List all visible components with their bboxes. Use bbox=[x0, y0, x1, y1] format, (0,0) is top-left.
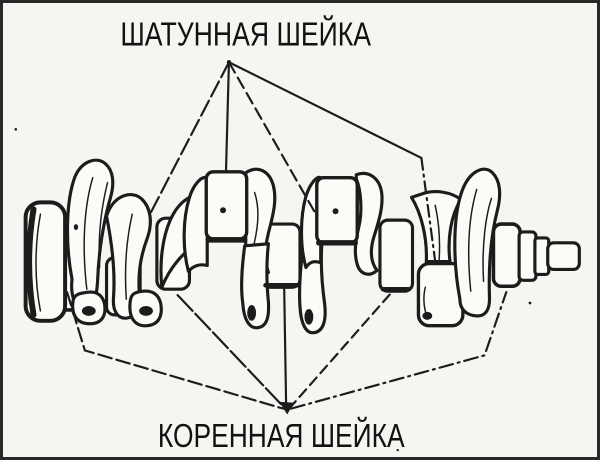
main-journal-leader-lines bbox=[65, 288, 508, 415]
crankshaft-diagram: ШАТУННАЯ ШЕЙКА КОРЕННАЯ ШЕЙКА bbox=[14, 15, 581, 455]
crankpin-2-oil-hole bbox=[220, 207, 226, 214]
crankshaft-illustration bbox=[23, 158, 581, 335]
main-journal-4 bbox=[378, 218, 415, 293]
counterweight-2-lobe bbox=[453, 167, 502, 318]
leader-arrowhead bbox=[279, 401, 295, 415]
crankpin-3-oil-hole bbox=[332, 208, 339, 215]
label-crankpin: ШАТУННАЯ ШЕЙКА bbox=[120, 15, 371, 53]
web-over-crankpin-4 bbox=[409, 190, 463, 264]
leader-line-main-1 bbox=[65, 291, 285, 410]
crankpin-leader-lines bbox=[224, 60, 437, 263]
scan-specks bbox=[14, 128, 532, 452]
leader-line-main-3 bbox=[283, 288, 288, 410]
snout-step-1 bbox=[491, 222, 522, 289]
leader-line-main-5 bbox=[290, 291, 508, 410]
leader-line-main-4 bbox=[288, 291, 393, 410]
flange-shading bbox=[26, 206, 37, 318]
leader-line-crankpin-3 bbox=[227, 61, 316, 214]
counterweight-1-right-lobe bbox=[104, 193, 152, 320]
web-leg-left bbox=[240, 242, 271, 330]
leader-line-crankpin-2 bbox=[224, 61, 231, 173]
web-s-curve bbox=[353, 171, 384, 276]
leader-line-crankpin-4 bbox=[227, 61, 423, 160]
front-flange bbox=[23, 200, 68, 323]
crankpin-2-block bbox=[204, 170, 249, 241]
crankpin-2-left-ear bbox=[182, 175, 209, 274]
label-main-journal: КОРЕННАЯ ШЕЙКА bbox=[158, 417, 405, 455]
snout-tip bbox=[546, 241, 581, 272]
leader-line-main-2 bbox=[176, 294, 287, 410]
